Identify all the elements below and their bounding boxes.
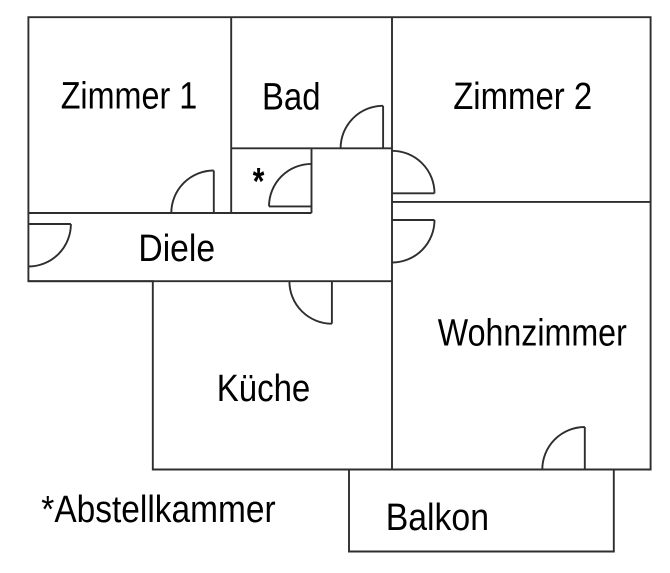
svg-text:Küche: Küche xyxy=(217,368,311,410)
svg-text:Balkon: Balkon xyxy=(386,497,489,539)
svg-text:Diele: Diele xyxy=(138,228,215,270)
svg-text:Bad: Bad xyxy=(262,77,321,119)
svg-text:Zimmer 2: Zimmer 2 xyxy=(453,76,592,118)
svg-text:Wohnzimmer: Wohnzimmer xyxy=(438,312,627,354)
svg-text:*: * xyxy=(253,161,265,203)
svg-text:*Abstellkammer: *Abstellkammer xyxy=(41,489,276,531)
svg-text:Zimmer 1: Zimmer 1 xyxy=(61,75,198,117)
